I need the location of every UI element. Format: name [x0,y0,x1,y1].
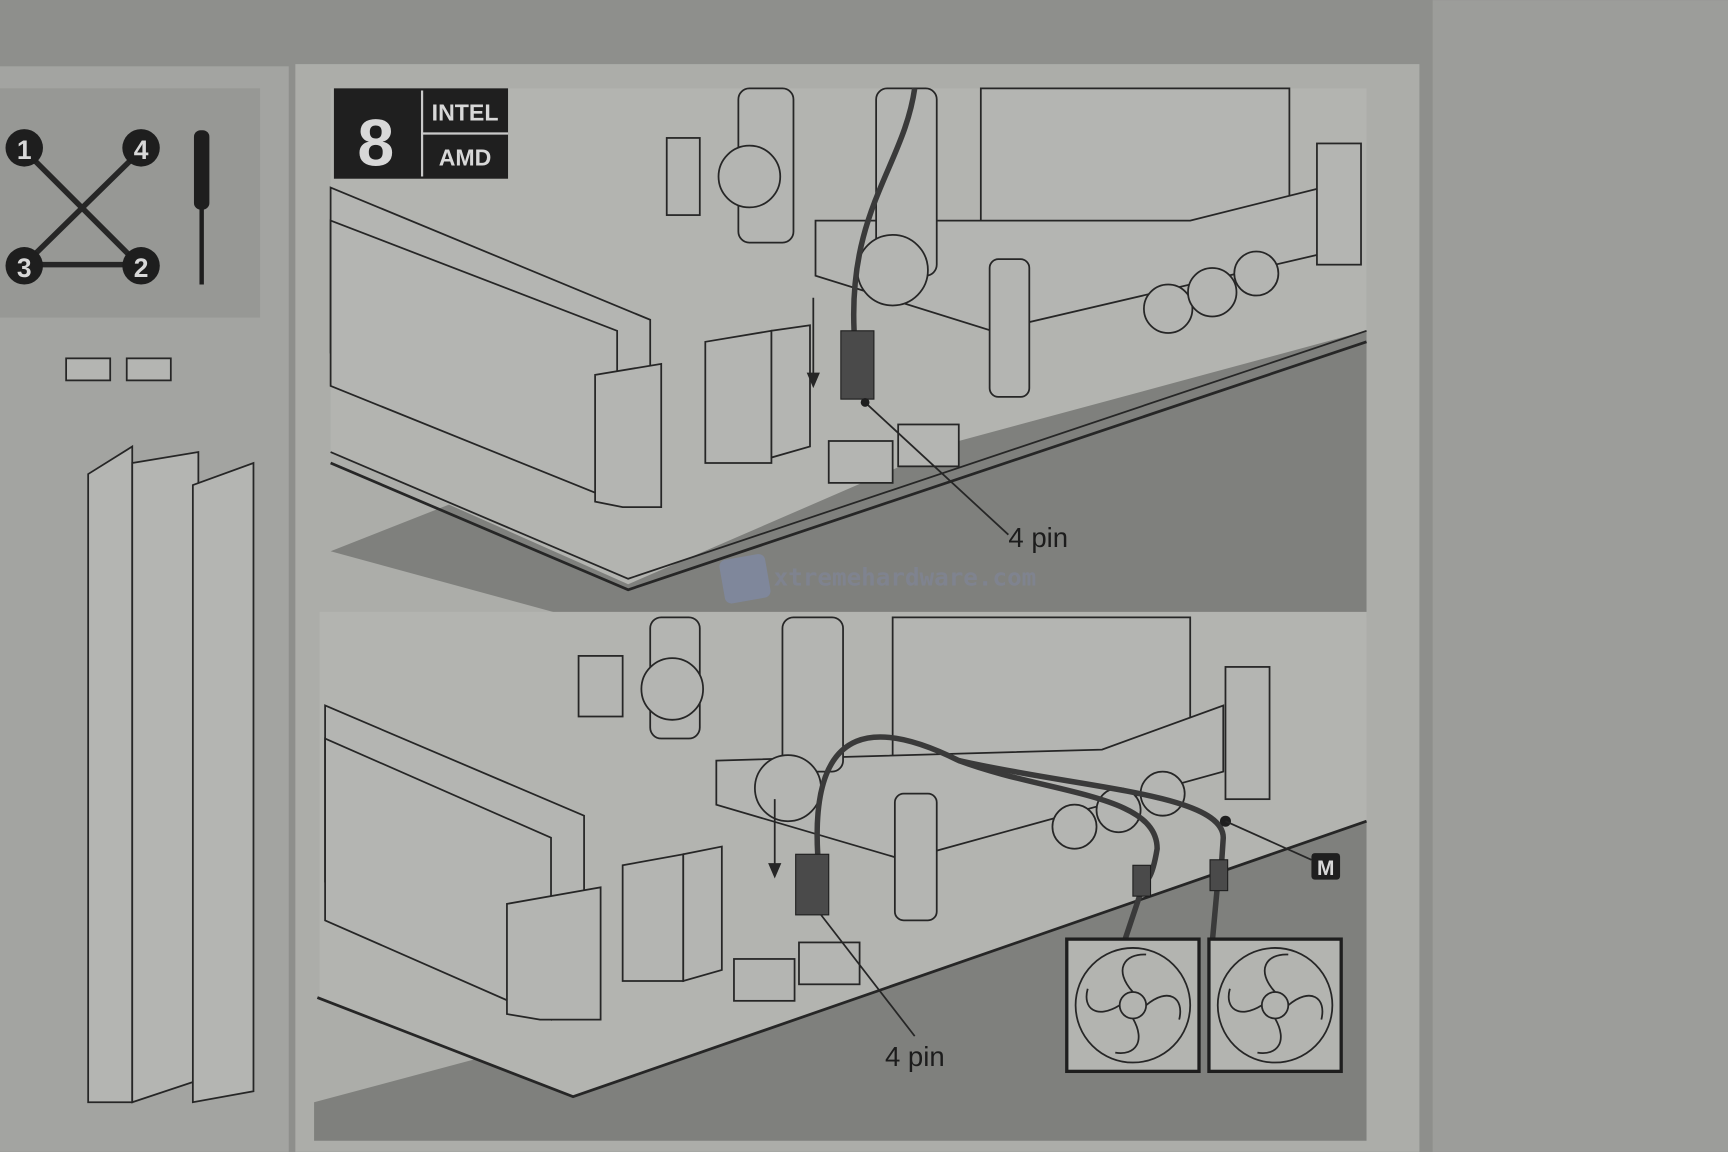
step-number: 8 [357,106,394,180]
screw-order-panel: 1 2 3 4 [0,88,261,318]
left-page-ram-slots [65,357,255,1104]
cpu-fan-headers [827,423,960,484]
top-4-pin-label: 4 pin [1008,522,1068,553]
motor-badge: M [1311,853,1341,880]
ram-modules [329,186,811,509]
fan-icon [1065,937,1201,1074]
cardboard-surface [1432,0,1728,1152]
step-badge: 8 INTEL AMD [333,88,509,180]
bottom-4-pin-label: 4 pin [885,1041,945,1072]
platform-intel: INTEL [432,99,499,125]
screw-4-icon: 4 [122,129,160,167]
cpu-pump-block [577,616,1271,922]
svg-text:3: 3 [17,253,32,283]
watermark-logo-icon [719,554,771,604]
screwdriver-icon [193,130,210,285]
platform-amd: AMD [439,144,492,170]
svg-text:1: 1 [17,135,32,165]
arrow-down-icon [806,297,820,389]
ram-modules [324,704,723,1021]
watermark: xtremehardware.com [719,554,1037,604]
top-panel: 4 pin [329,87,1367,618]
svg-text:M: M [1317,857,1334,880]
svg-text:xtremehardware.com: xtremehardware.com [774,562,1037,591]
svg-text:2: 2 [134,253,149,283]
svg-text:4: 4 [134,135,149,165]
bottom-panel: 4 pin M [314,611,1367,1141]
fan-splitter-cable [795,734,1231,944]
fan-cable [840,87,918,400]
screw-1-icon: 1 [5,129,43,167]
cpu-pump-block [665,87,1362,398]
fan-connector-plug [840,330,875,400]
arrow-down-icon [768,799,782,879]
fan-connector-plug [795,853,830,916]
screw-3-icon: 3 [5,247,43,285]
fan-icon [1207,937,1343,1074]
screw-2-icon: 2 [122,247,160,285]
cpu-fan-headers [733,941,861,1002]
